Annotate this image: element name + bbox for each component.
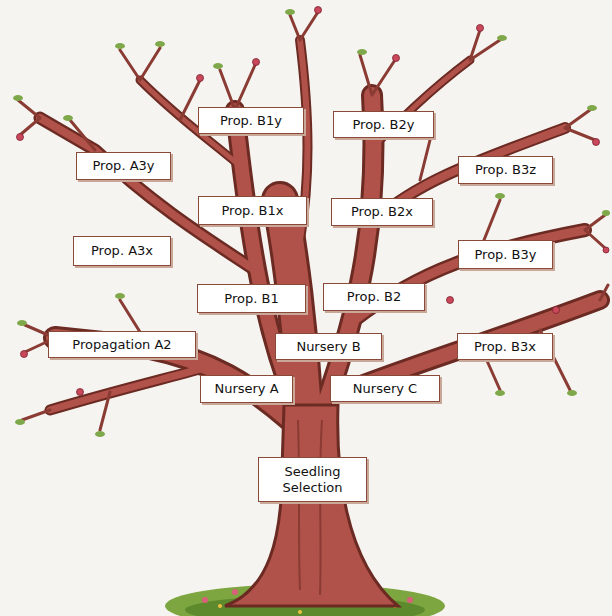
box-label: Nursery C (353, 381, 417, 397)
label-box: Prop. B3x (457, 333, 553, 360)
label-box: Nursery C (330, 375, 440, 402)
label-box: Prop. B1x (198, 196, 307, 225)
box-label: Prop. B3y (474, 247, 536, 263)
label-box: Prop. B3y (458, 240, 553, 269)
label-box: Prop. B2 (323, 283, 425, 311)
box-label: Prop. B3x (474, 339, 536, 355)
label-box: Seedling Selection (258, 457, 367, 502)
box-label: Prop. B3z (475, 162, 536, 178)
label-box: Prop. A3x (73, 236, 171, 266)
label-box: Prop. B1y (198, 107, 304, 134)
box-label: Nursery A (214, 381, 278, 397)
label-box: Prop. B1 (197, 284, 306, 313)
label-box: Prop. A3y (76, 152, 171, 180)
label-box: Prop. B3z (458, 156, 553, 184)
box-label: Propagation A2 (72, 337, 171, 353)
box-label: Prop. B1y (220, 113, 282, 129)
box-label: Prop. B2 (347, 289, 401, 305)
label-box: Prop. B2x (331, 198, 433, 226)
box-label: Prop. A3x (91, 243, 153, 259)
label-box: Prop. B2y (333, 111, 434, 138)
label-box: Nursery A (200, 375, 293, 403)
label-box: Nursery B (275, 333, 382, 360)
label-box: Propagation A2 (48, 331, 196, 358)
box-label: Nursery B (296, 339, 360, 355)
box-label: Seedling Selection (265, 464, 360, 496)
box-label: Prop. B2y (352, 117, 414, 133)
box-label: Prop. B1 (224, 291, 278, 307)
box-label: Prop. B2x (351, 204, 413, 220)
box-label: Prop. A3y (93, 158, 155, 174)
box-label: Prop. B1x (221, 203, 283, 219)
